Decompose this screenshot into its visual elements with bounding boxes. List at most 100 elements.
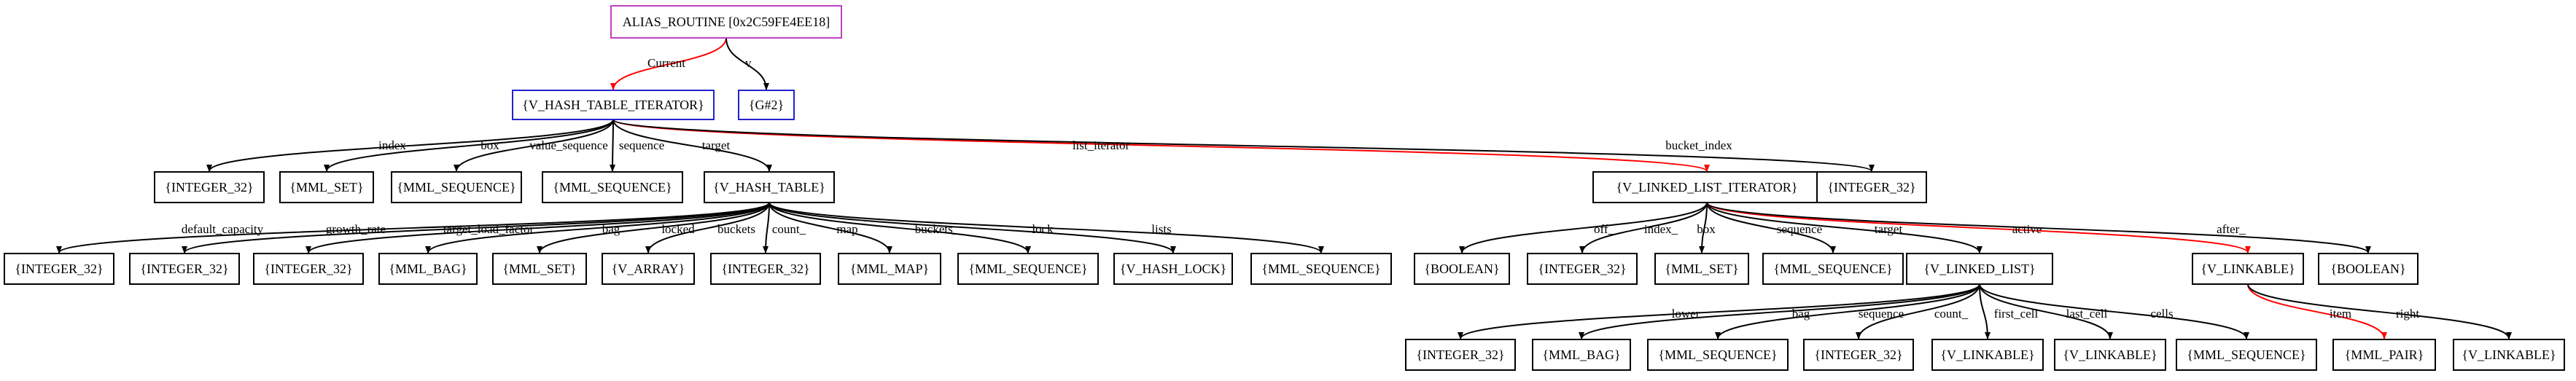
node-label: ALIAS_ROUTINE [0x2C59FE4EE18]	[623, 15, 830, 29]
node-mml-bag-ll: {MML_BAG}	[1532, 339, 1631, 371]
node-label: {V_LINKED_LIST}	[1923, 262, 2035, 276]
edge-box	[324, 119, 614, 172]
node-label: {MML_PAIR}	[2345, 347, 2424, 362]
edge-label: lock	[1032, 222, 1054, 236]
edge-buckets	[645, 202, 770, 254]
node-label: {MML_SET}	[289, 180, 363, 195]
node-alias-routine: ALIAS_ROUTINE [0x2C59FE4EE18]	[610, 5, 842, 39]
nodes-layer: ALIAS_ROUTINE [0x2C59FE4EE18] {V_HASH_TAB…	[4, 5, 2565, 371]
edge-label: map	[836, 222, 857, 236]
node-label: {MML_SEQUENCE}	[2187, 347, 2305, 362]
edge-index	[1579, 202, 1708, 254]
node-mml-seq-ll-sequence: {MML_SEQUENCE}	[1762, 253, 1904, 285]
edge-active	[1706, 202, 2251, 254]
node-box	[1803, 339, 1914, 371]
edge-Current	[610, 37, 727, 90]
edge-lower	[1458, 283, 1980, 339]
edge-default-capacity	[56, 202, 770, 254]
edge-label: Current	[647, 56, 685, 70]
edge-label: count_	[772, 222, 806, 236]
edge-label: value_sequence	[529, 138, 608, 152]
node-mml-set-box: {MML_SET}	[279, 171, 374, 203]
node-box	[1906, 253, 2053, 285]
edge-label: count_	[1934, 307, 1969, 321]
node-label: {V_HASH_TABLE_ITERATOR}	[522, 98, 704, 112]
edge-index	[206, 119, 614, 172]
node-box	[602, 253, 695, 285]
node-int-default-capacity: {INTEGER_32}	[4, 253, 114, 285]
edge-label: off_	[1594, 222, 1615, 236]
edge-bucket-index	[612, 119, 1875, 172]
node-box	[4, 253, 114, 285]
node-label: {V_LINKABLE}	[2201, 262, 2295, 276]
edge-target-load-factor	[306, 202, 770, 254]
node-label: {MML_SEQUENCE}	[1773, 262, 1892, 276]
node-mml-seq-ll2: {MML_SEQUENCE}	[1647, 339, 1789, 371]
node-box	[1647, 339, 1789, 371]
edge-v	[725, 37, 769, 90]
edge-bag	[1579, 283, 1980, 339]
node-box	[957, 253, 1099, 285]
edge-off	[1459, 202, 1708, 254]
node-box	[1250, 253, 1392, 285]
edge-map	[768, 202, 892, 254]
edge-label: box	[480, 138, 499, 152]
node-box	[2453, 339, 2565, 371]
edge-cells	[1979, 283, 2249, 339]
edge-lock	[768, 202, 1176, 254]
node-mml-set-ll-box: {MML_SET}	[1654, 253, 1749, 285]
edge-lists	[768, 202, 1324, 254]
node-box	[1592, 171, 1821, 203]
node-box	[2054, 339, 2166, 371]
node-label: {INTEGER_32}	[165, 180, 253, 195]
edge-after	[1706, 202, 2371, 254]
edge-count	[1856, 283, 1980, 339]
node-label: {MML_SET}	[502, 262, 576, 276]
edge-label: cells	[2150, 307, 2173, 321]
edge-sequence	[1706, 202, 1836, 254]
edge-right	[2247, 283, 2512, 339]
node-label: {INTEGER_32}	[140, 262, 228, 276]
edge-label: lower	[1672, 307, 1700, 321]
node-label: {MML_SEQUENCE}	[397, 180, 515, 195]
edge-label: right	[2396, 307, 2419, 321]
edge-label: after_	[2217, 222, 2246, 236]
edge-label: growth_rate	[326, 222, 386, 236]
node-label: {V_HASH_TABLE}	[713, 180, 825, 195]
node-label: {MML_SEQUENCE}	[968, 262, 1087, 276]
node-box	[542, 171, 683, 203]
node-box	[2332, 339, 2436, 371]
edge-buckets	[768, 202, 1031, 254]
node-box	[1762, 253, 1904, 285]
node-box	[838, 253, 941, 285]
node-box	[1405, 339, 1516, 371]
node-box	[1113, 253, 1233, 285]
node-int-count: {INTEGER_32}	[710, 253, 821, 285]
node-label: {INTEGER_32}	[1814, 347, 1902, 362]
edge-label: lists	[1151, 222, 1171, 236]
edge-label: box	[1697, 222, 1716, 236]
node-box	[492, 253, 587, 285]
node-hash-iter: {V_HASH_TABLE_ITERATOR}	[512, 90, 715, 120]
edge-label: target_load_factor	[443, 222, 534, 236]
node-mml-set-locked: {MML_SET}	[492, 253, 587, 285]
node-label: {MML_SEQUENCE}	[1261, 262, 1380, 276]
node-box	[2192, 253, 2304, 285]
node-label: {MML_SET}	[1665, 262, 1738, 276]
edge-label: target	[702, 138, 731, 152]
node-bool-after: {BOOLEAN}	[2318, 253, 2419, 285]
node-label: {G#2}	[749, 98, 784, 112]
node-box	[738, 90, 795, 120]
edge-label: sequence	[1859, 307, 1904, 321]
node-mml-seq-cells: {MML_SEQUENCE}	[2176, 339, 2317, 371]
node-box	[610, 5, 842, 39]
node-label: {INTEGER_32}	[1416, 347, 1504, 362]
node-box	[1532, 339, 1631, 371]
edge-box	[1699, 202, 1708, 254]
node-label: {BOOLEAN}	[2330, 262, 2405, 276]
node-label: {V_LINKABLE}	[2462, 347, 2556, 362]
edge-label: default_capacity	[182, 222, 264, 236]
node-box	[2318, 253, 2419, 285]
node-box	[1527, 253, 1638, 285]
node-int-lower: {INTEGER_32}	[1405, 339, 1516, 371]
